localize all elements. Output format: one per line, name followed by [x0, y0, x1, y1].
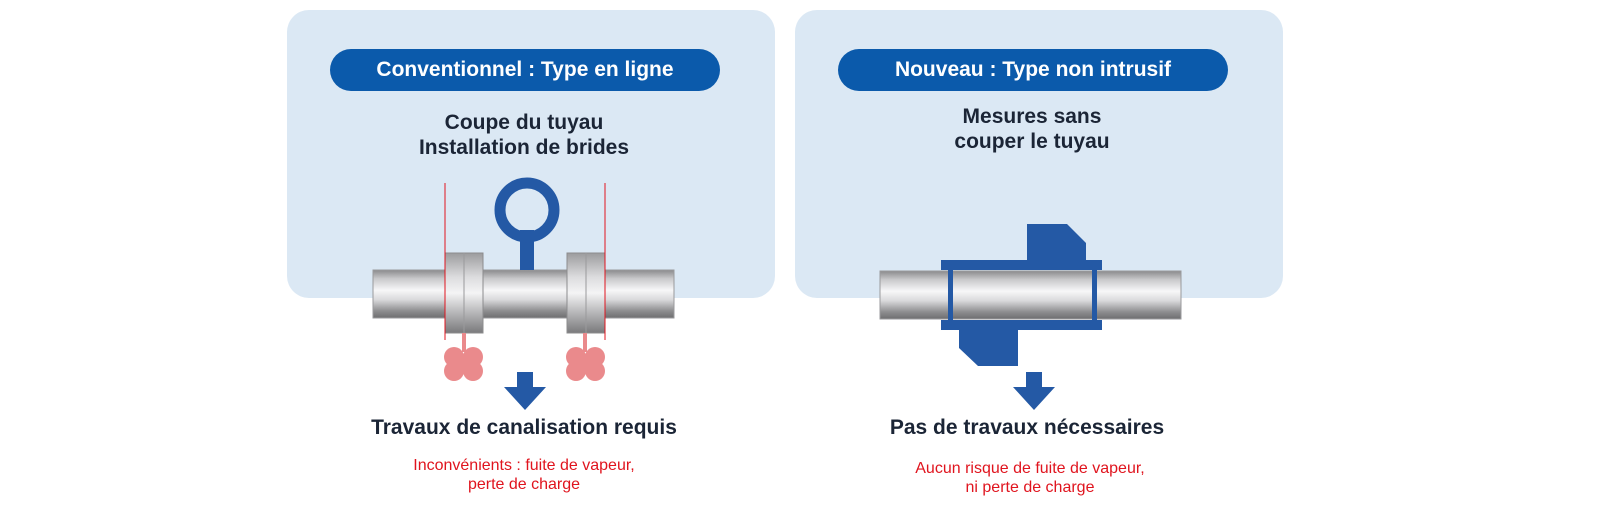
conventional-drawbacks-line2: perte de charge — [467, 476, 581, 493]
clamp-on-flowmeter-icon — [879, 224, 1182, 366]
conventional-subtitle-line1: Coupe du tuyau — [444, 111, 604, 134]
steam-leak-icon — [566, 333, 605, 381]
steam-leak-icon — [444, 333, 483, 381]
conventional-drawbacks-line1: Inconvénients : fuite de vapeur, — [413, 457, 635, 474]
conventional-drawbacks: Inconvénients : fuite de vapeur, perte d… — [304, 456, 744, 494]
new-result: Pas de travaux nécessaires — [889, 416, 1165, 439]
new-benefits-line1: Aucun risque de fuite de vapeur, — [915, 460, 1145, 477]
new-subtitle-line2: couper le tuyau — [954, 130, 1110, 153]
new-benefits: Aucun risque de fuite de vapeur, ni pert… — [810, 459, 1250, 497]
conventional-subtitle: Coupe du tuyau Installation de brides — [304, 110, 744, 160]
arrow-down-icon — [504, 372, 546, 410]
new-subtitle: Mesures sans couper le tuyau — [812, 104, 1252, 154]
inline-flowmeter-icon — [372, 177, 675, 340]
new-benefits-line2: ni perte de charge — [965, 479, 1095, 496]
new-title: Nouveau : Type non intrusif — [838, 49, 1228, 91]
arrow-down-icon — [1013, 372, 1055, 410]
conventional-title: Conventionnel : Type en ligne — [330, 49, 720, 91]
conventional-subtitle-line2: Installation de brides — [418, 136, 630, 159]
conventional-result: Travaux de canalisation requis — [371, 416, 677, 439]
new-subtitle-line1: Mesures sans — [962, 105, 1102, 128]
